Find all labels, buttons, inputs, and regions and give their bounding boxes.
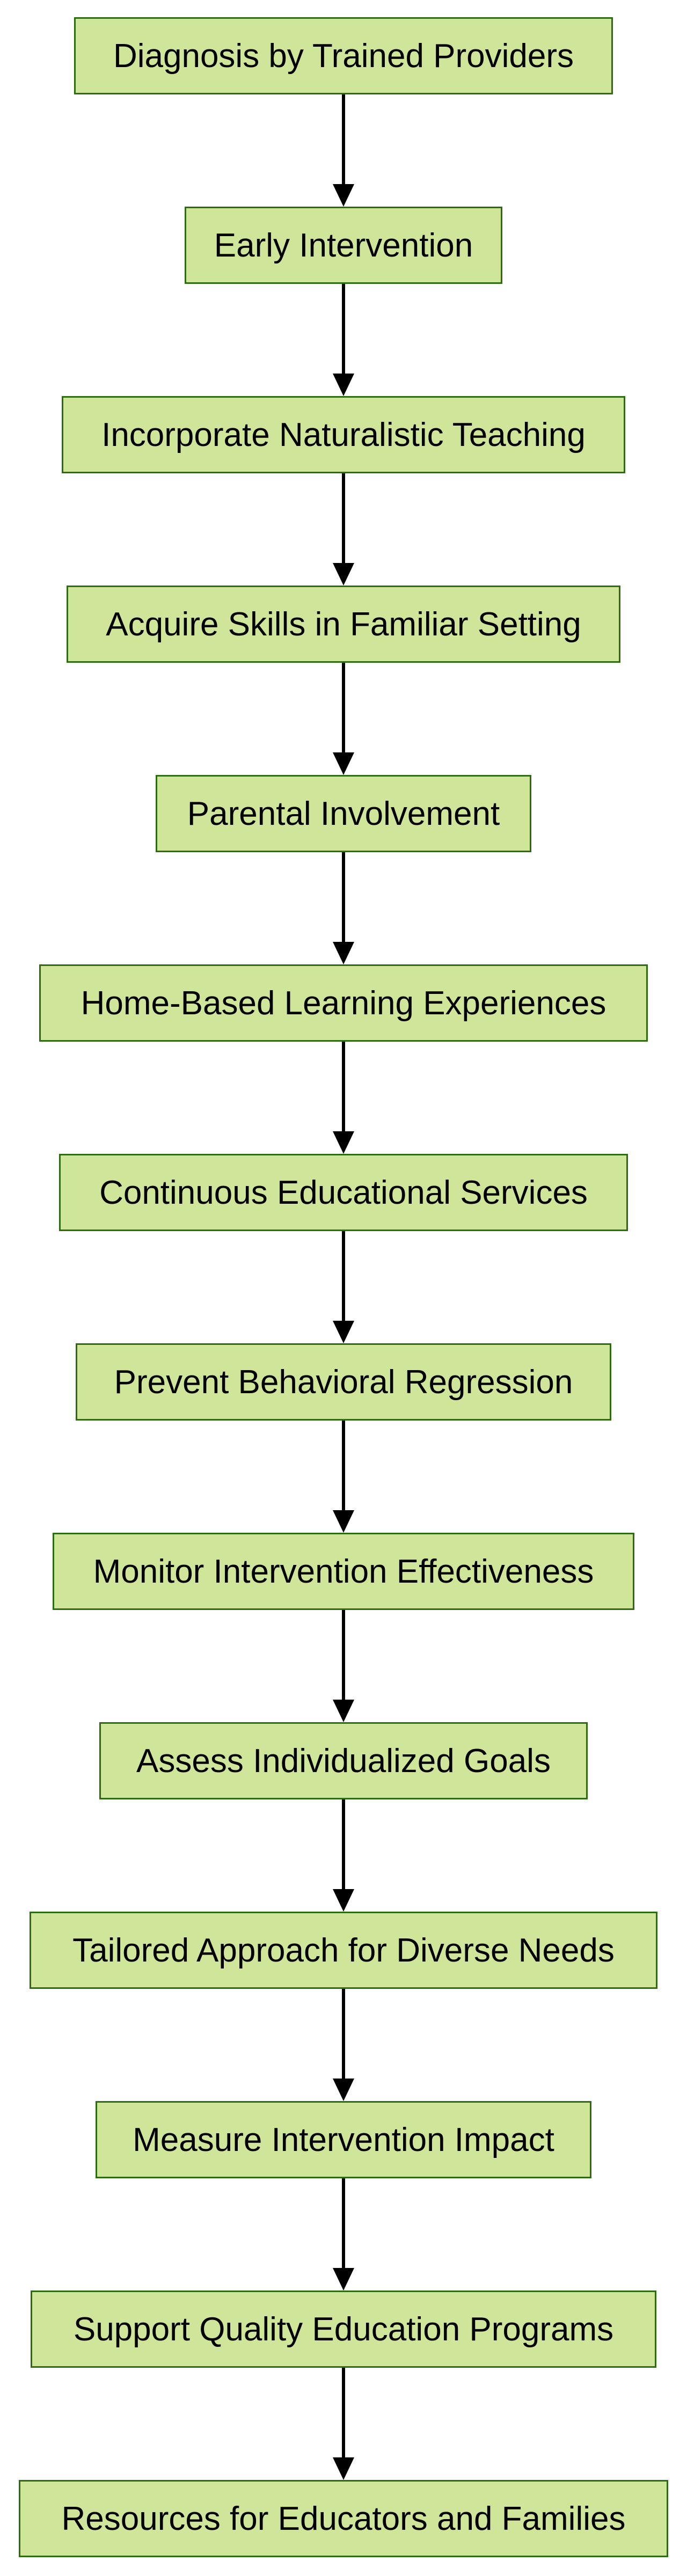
node-resources: Resources for Educators and Families xyxy=(19,2480,668,2557)
arrowhead-icon xyxy=(333,1510,354,1533)
node-prevent-regression: Prevent Behavioral Regression xyxy=(76,1343,611,1421)
edge-assess-goals-to-tailored-approach xyxy=(333,1799,354,1912)
edge-monitor-effectiveness-to-assess-goals xyxy=(333,1610,354,1722)
node-continuous-services: Continuous Educational Services xyxy=(59,1154,628,1231)
edge-tailored-approach-to-measure-impact xyxy=(333,1989,354,2101)
edge-measure-impact-to-support-programs xyxy=(333,2178,354,2290)
node-acquire-skills: Acquire Skills in Familiar Setting xyxy=(67,586,620,663)
arrowhead-icon xyxy=(333,2268,354,2290)
edge-prevent-regression-to-monitor-effectiveness xyxy=(333,1421,354,1533)
arrowhead-icon xyxy=(333,1700,354,1722)
node-support-programs: Support Quality Education Programs xyxy=(31,2290,656,2368)
node-home-based-learning: Home-Based Learning Experiences xyxy=(39,964,648,1042)
edge-acquire-skills-to-parental-involvement xyxy=(333,663,354,775)
node-assess-goals: Assess Individualized Goals xyxy=(99,1722,588,1799)
node-early-intervention: Early Intervention xyxy=(185,207,502,284)
edge-support-programs-to-resources xyxy=(333,2368,354,2480)
node-measure-impact: Measure Intervention Impact xyxy=(96,2101,591,2178)
node-naturalistic-teaching: Incorporate Naturalistic Teaching xyxy=(62,396,625,473)
arrowhead-icon xyxy=(333,752,354,775)
arrowhead-icon xyxy=(333,942,354,964)
node-tailored-approach: Tailored Approach for Diverse Needs xyxy=(30,1912,657,1989)
arrowhead-icon xyxy=(333,1131,354,1154)
node-monitor-effectiveness: Monitor Intervention Effectiveness xyxy=(53,1533,634,1610)
arrowhead-icon xyxy=(333,2457,354,2480)
edge-continuous-services-to-prevent-regression xyxy=(333,1231,354,1343)
arrowhead-icon xyxy=(333,1321,354,1343)
arrowhead-icon xyxy=(333,374,354,396)
arrowhead-icon xyxy=(333,563,354,586)
arrowhead-icon xyxy=(333,1889,354,1912)
edge-naturalistic-teaching-to-acquire-skills xyxy=(333,473,354,586)
node-parental-involvement: Parental Involvement xyxy=(156,775,531,852)
edge-early-intervention-to-naturalistic-teaching xyxy=(333,284,354,396)
node-diagnosis: Diagnosis by Trained Providers xyxy=(74,17,613,94)
edge-home-based-learning-to-continuous-services xyxy=(333,1042,354,1154)
edge-parental-involvement-to-home-based-learning xyxy=(333,852,354,964)
edge-diagnosis-to-early-intervention xyxy=(333,94,354,207)
arrowhead-icon xyxy=(333,2079,354,2101)
arrowhead-icon xyxy=(333,184,354,207)
